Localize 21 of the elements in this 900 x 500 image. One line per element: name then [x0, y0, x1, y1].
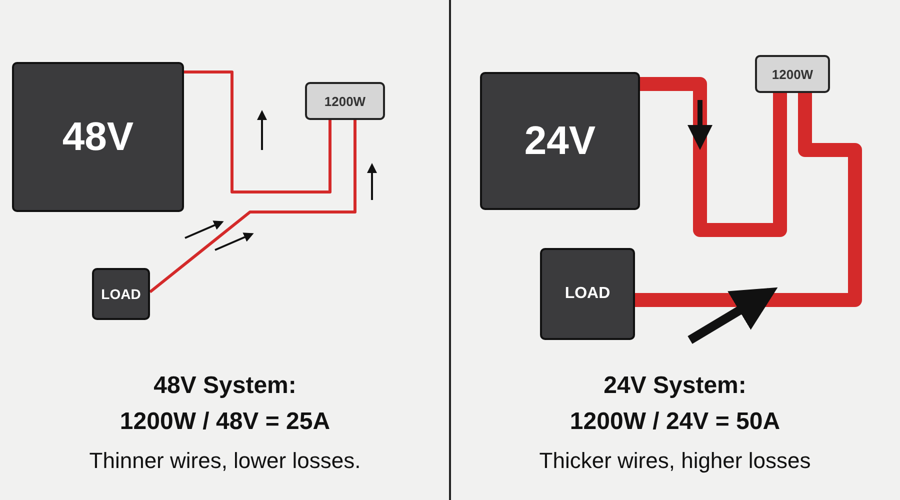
wire: [149, 120, 356, 294]
battery: [12, 62, 184, 212]
note: Thicker wires, higher losses: [539, 448, 811, 474]
voltage-label: 24V: [524, 118, 596, 164]
current-formula: 1200W / 24V = 50A: [570, 408, 780, 436]
load-box: [540, 248, 635, 340]
inverter-box: [305, 82, 385, 120]
power-rating: 1200W: [772, 66, 814, 82]
system-heading: 24V System:: [604, 372, 746, 400]
current-formula: 1200W / 48V = 25A: [120, 408, 330, 436]
wire: [184, 70, 332, 194]
wire: [640, 77, 787, 237]
inverter-box: [755, 55, 830, 93]
battery: [480, 72, 640, 210]
note: Thinner wires, lower losses.: [89, 448, 361, 474]
power-rating: 1200W: [324, 94, 366, 108]
voltage-label: 48V: [62, 114, 134, 160]
system-heading: 48V System:: [154, 372, 296, 400]
load-label: LOAD: [101, 286, 141, 302]
load-box: [92, 268, 150, 320]
load-label: LOAD: [564, 285, 610, 303]
